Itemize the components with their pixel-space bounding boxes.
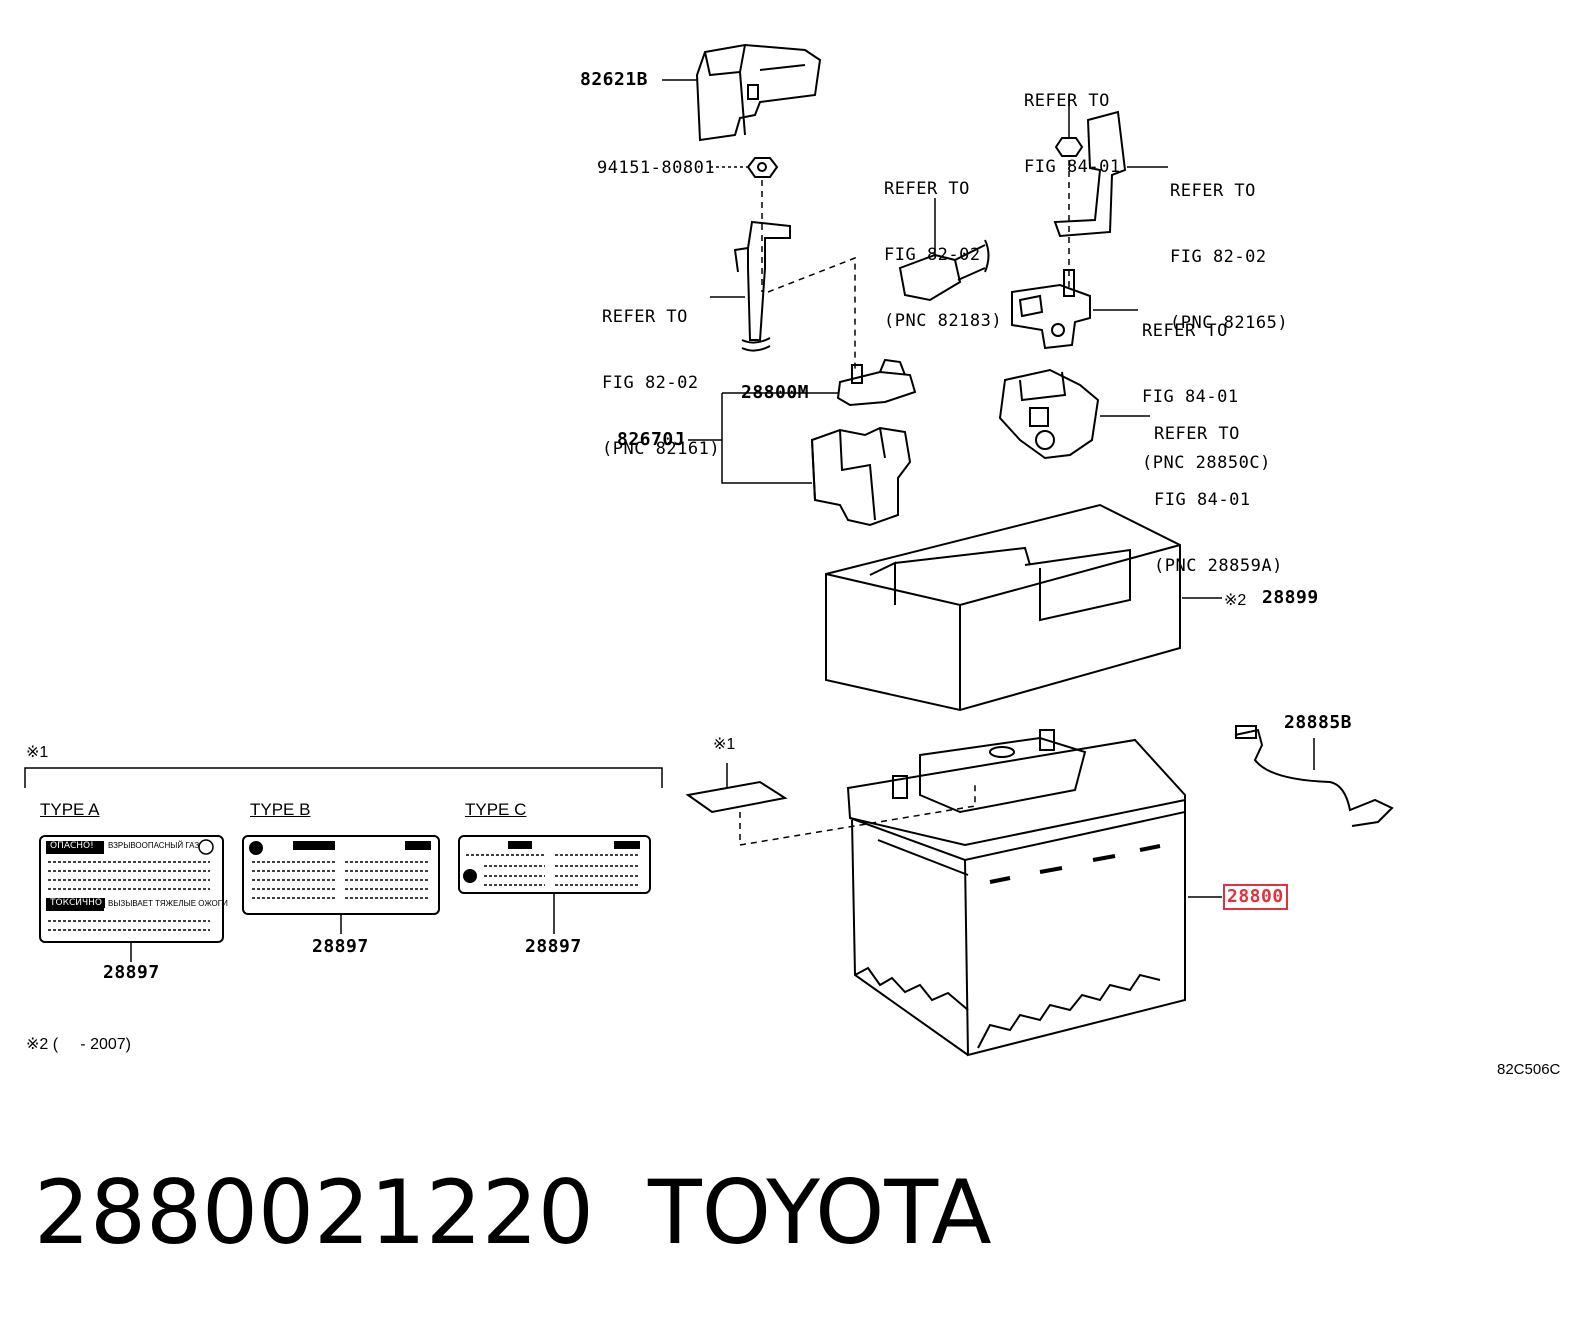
diagram-code: 82C506C: [1497, 1061, 1561, 1078]
cover-82670j-drawing: [688, 393, 912, 527]
type-b-heading: TYPE B: [250, 800, 311, 819]
ref-fig-84-01-top[interactable]: REFER TO FIG 84-01: [1024, 46, 1121, 200]
cable-82165-drawing: [1053, 95, 1168, 290]
part-label-28800[interactable]: 28800: [1223, 884, 1288, 910]
ref-line: REFER TO: [1142, 321, 1228, 341]
title-part-number: 2880021220: [34, 1161, 594, 1264]
note-mark-2: ※2: [1224, 592, 1247, 609]
ref-line: REFER TO: [1024, 91, 1110, 111]
warning-toxic-tag: ТОКСИЧНО: [47, 898, 106, 908]
part-label-94151-80801[interactable]: 94151-80801: [597, 158, 716, 178]
part-label-82670j[interactable]: 82670J: [617, 429, 686, 450]
ref-line: REFER TO: [602, 307, 688, 327]
ref-line: (PNC 82183): [884, 311, 1003, 331]
type-a-heading: TYPE A: [40, 800, 100, 819]
clamp-28800m-drawing: [722, 358, 917, 407]
ref-line: FIG 84-01: [1154, 490, 1251, 510]
ref-line: REFER TO: [1170, 181, 1256, 201]
warning-danger-tag: ОПАСНО!: [47, 841, 97, 851]
ref-line: REFER TO: [1154, 424, 1240, 444]
warning-toxic-text: ВЫЗЫВАЕТ ТЯЖЕЛЫЕ ОЖОГИ: [108, 899, 228, 908]
ref-line: (PNC 28859A): [1154, 556, 1283, 576]
cable-82183-drawing: [898, 198, 990, 302]
ref-line: FIG 82-02: [884, 245, 981, 265]
footnote-mark-2: ※2 ( - 2007): [26, 1036, 131, 1053]
label-card-type-b: [242, 835, 440, 934]
ref-pnc-28850c[interactable]: REFER TO FIG 84-01 (PNC 28850C): [1142, 276, 1271, 496]
part-label-82621b[interactable]: 82621B: [580, 69, 649, 90]
battery-insulator-28899-drawing: [825, 503, 1222, 712]
cable-82161-drawing: [710, 220, 856, 370]
ref-line: FIG 82-02: [602, 373, 699, 393]
part-label-28897-type-c[interactable]: 28897: [525, 936, 582, 957]
loose-label-drawing: [685, 763, 976, 846]
ref-pnc-82165[interactable]: REFER TO FIG 82-02 (PNC 82165): [1170, 136, 1288, 356]
label-card-type-c: [458, 835, 651, 934]
ref-pnc-28859a[interactable]: REFER TO FIG 84-01 (PNC 28859A): [1154, 379, 1283, 599]
part-label-28885b[interactable]: 28885B: [1284, 712, 1353, 733]
warning-danger-text: ВЗРЫВООПАСНЫЙ ГАЗ: [108, 841, 200, 850]
terminal-28859a-drawing: [998, 368, 1150, 460]
ref-line: FIG 82-02: [1170, 247, 1267, 267]
battery-28800-drawing: [846, 729, 1222, 1057]
ref-line: (PNC 28850C): [1142, 453, 1271, 473]
nut-94151-drawing: [710, 157, 779, 292]
terminal-28850c-drawing: [1011, 269, 1138, 350]
ref-pnc-82161[interactable]: REFER TO FIG 82-02 (PNC 82161): [602, 262, 720, 482]
ref-line: REFER TO: [884, 179, 970, 199]
ref-line: FIG 84-01: [1024, 157, 1121, 177]
ref-line: FIG 84-01: [1142, 387, 1239, 407]
label-group-bracket: [24, 767, 663, 788]
terminal-cover-82621b-drawing: [662, 43, 822, 142]
title-brand: TOYOTA: [648, 1161, 992, 1264]
part-label-28897-type-a[interactable]: 28897: [103, 962, 160, 983]
part-label-28899[interactable]: 28899: [1262, 587, 1319, 608]
note-mark-1-group: ※1: [26, 744, 49, 761]
hose-28885b-drawing: [1234, 725, 1394, 827]
ref-pnc-82183[interactable]: REFER TO FIG 82-02 (PNC 82183): [884, 134, 1002, 354]
ref-line: (PNC 82161): [602, 439, 721, 459]
part-label-28800m[interactable]: 28800M: [741, 382, 810, 403]
note-mark-1-label: ※1: [713, 736, 736, 753]
ref-line: (PNC 82165): [1170, 313, 1289, 333]
type-c-heading: TYPE C: [465, 800, 527, 819]
part-label-28897-type-b[interactable]: 28897: [312, 936, 369, 957]
